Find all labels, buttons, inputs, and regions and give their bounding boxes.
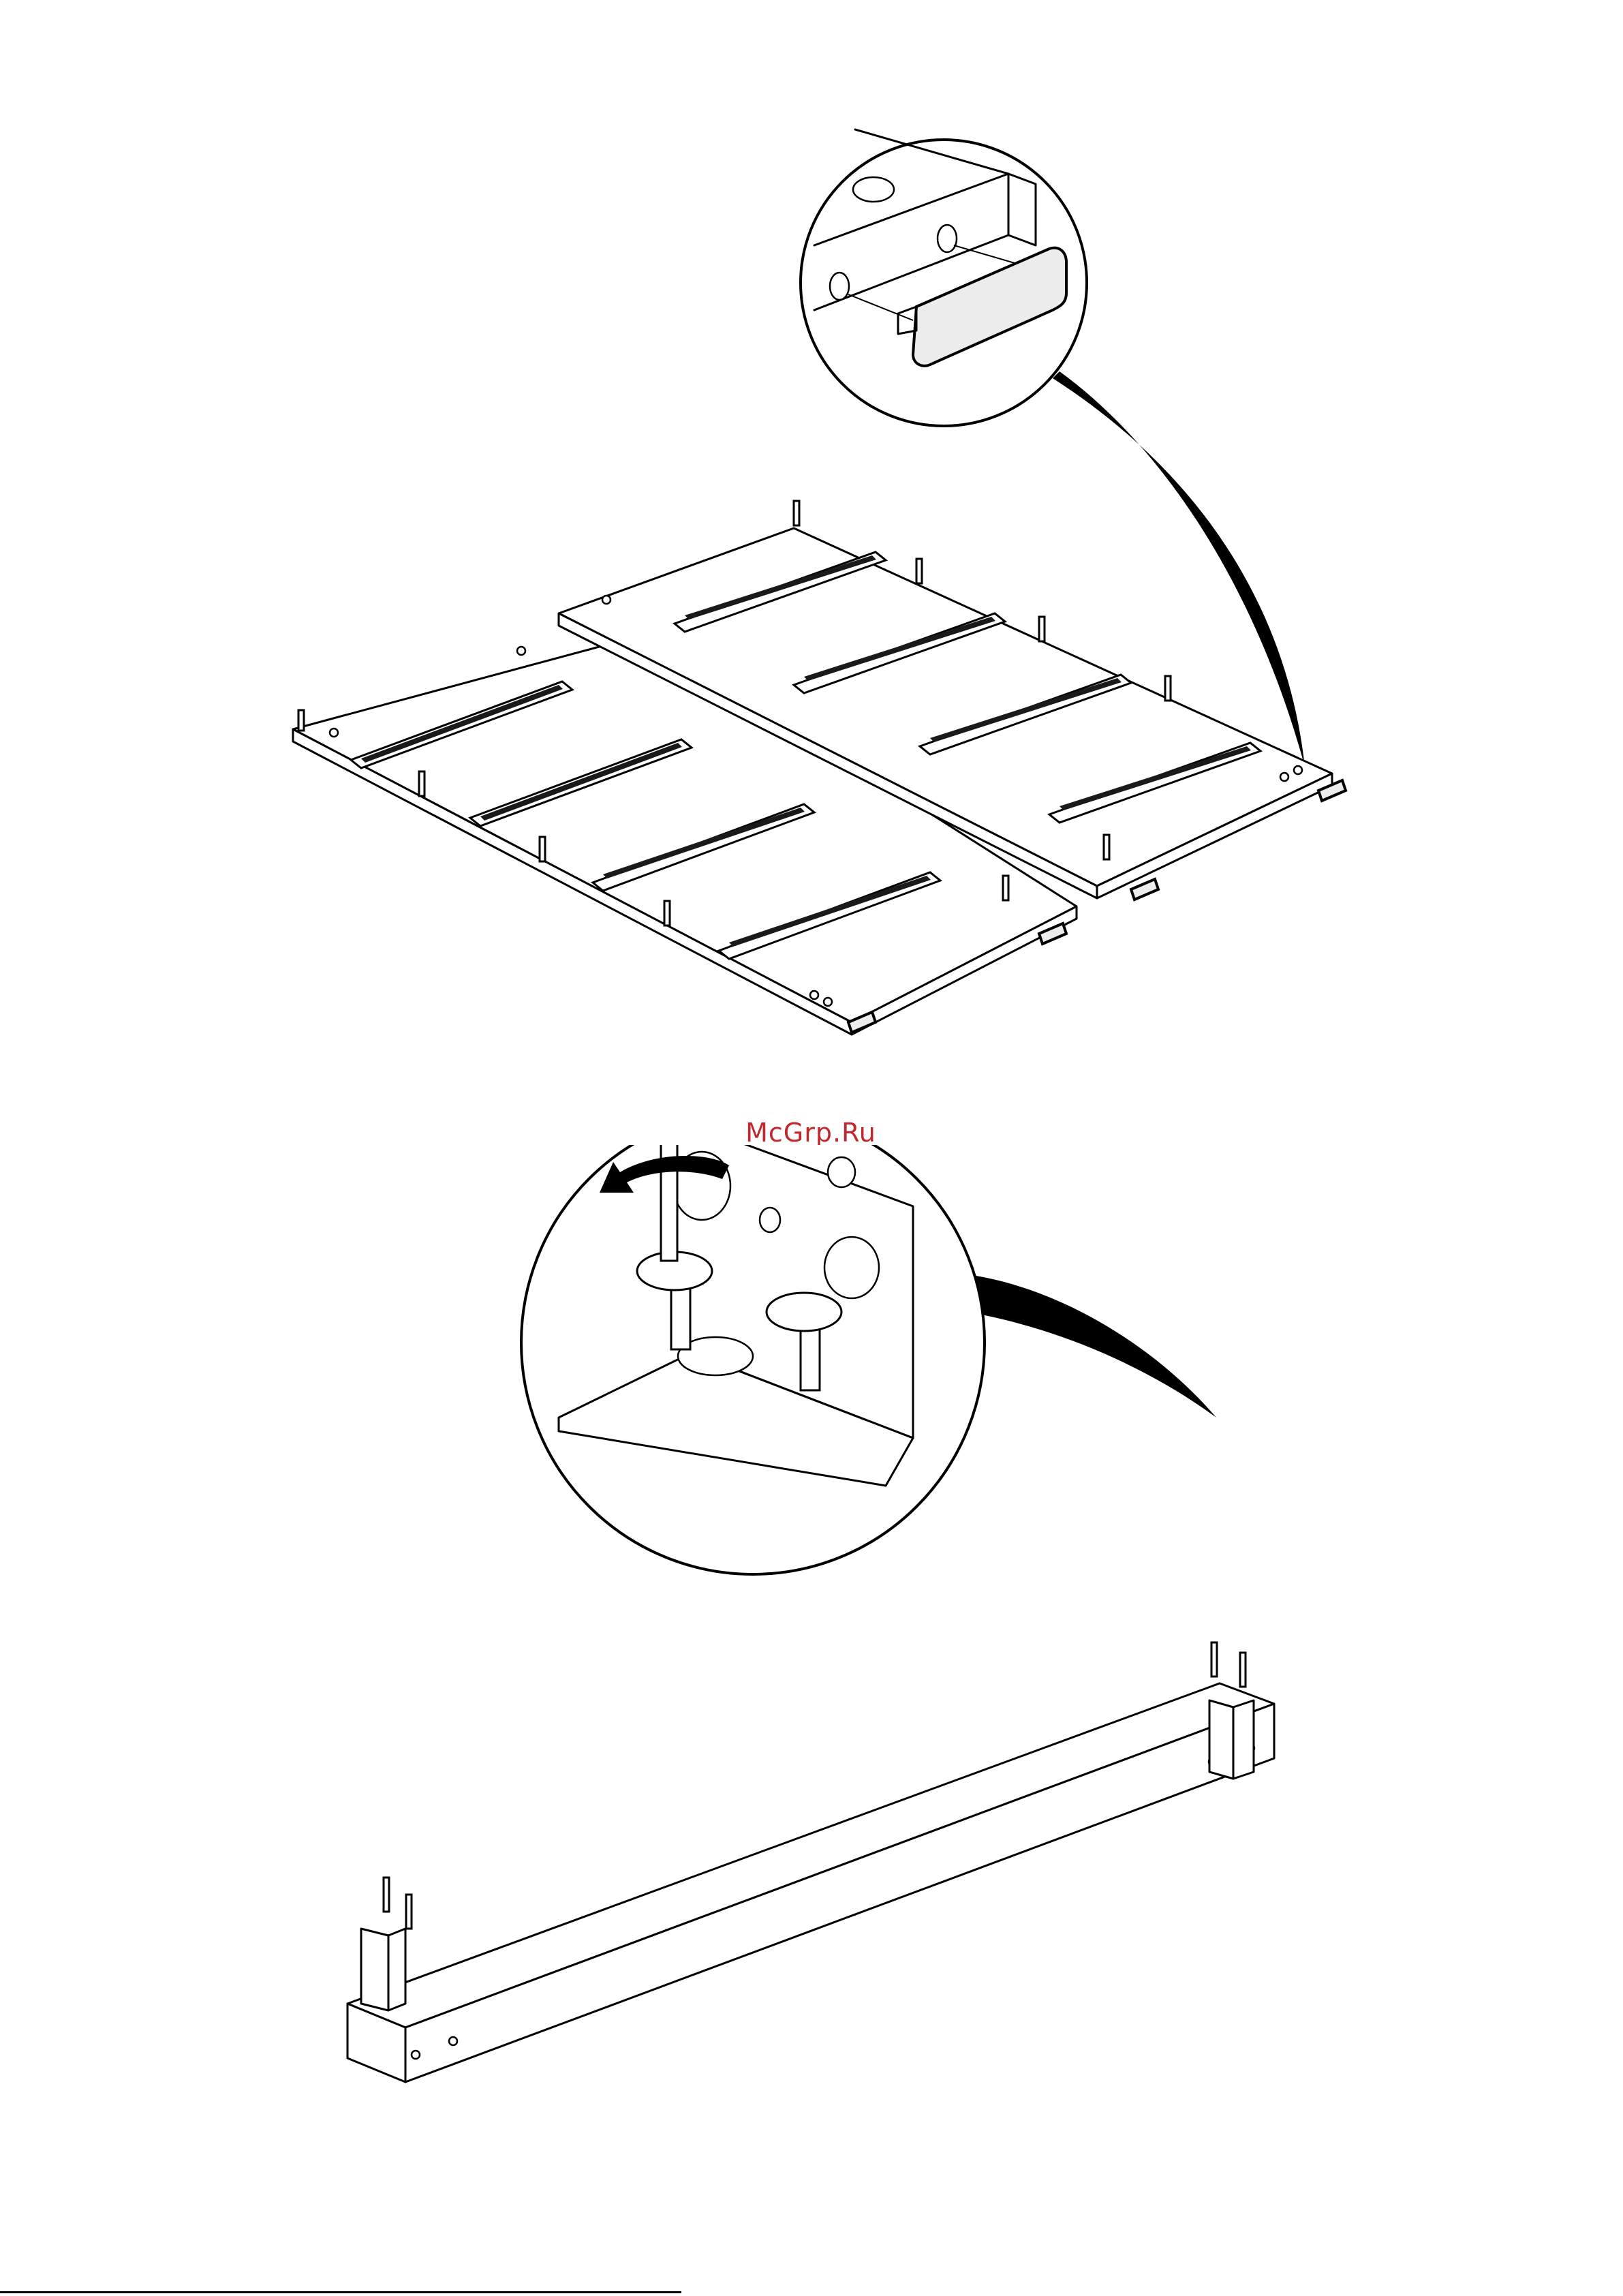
detail-magnifier-icon (801, 129, 1087, 426)
watermark-text: McGrp.Ru (715, 1118, 906, 1148)
shelf-assembly-illustration (0, 0, 1623, 1124)
callout-pointer-base (968, 1274, 1216, 1418)
base-assembly-illustration (0, 1145, 1623, 2290)
footer-rule (0, 2291, 681, 2293)
base-rail (347, 1683, 1274, 2082)
detail-magnifier-base-icon (521, 1145, 985, 1574)
